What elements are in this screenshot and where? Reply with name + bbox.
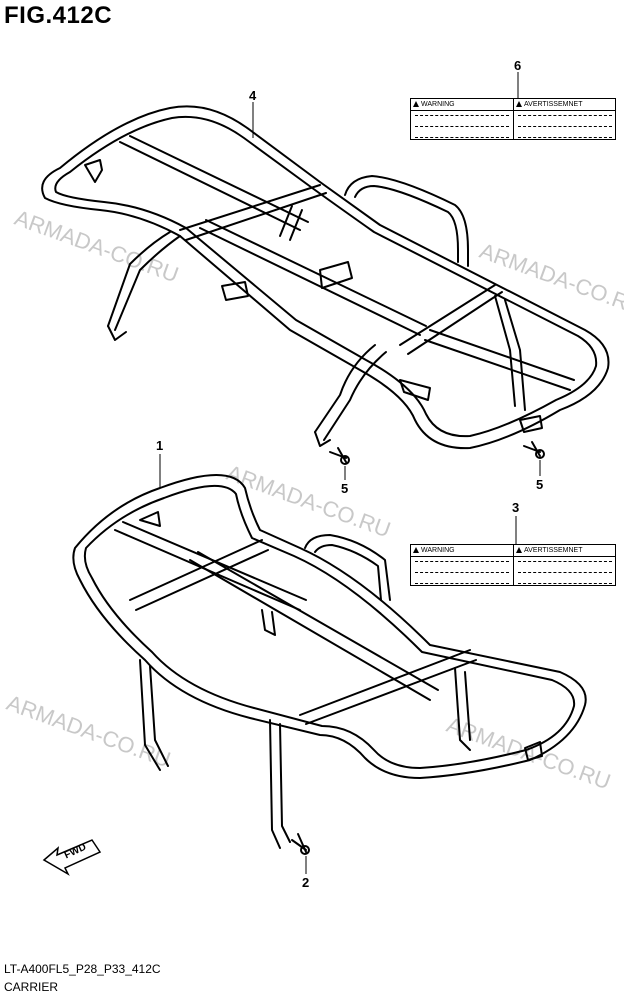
warning-label-right-col: AVERTISSEMNET (513, 545, 616, 585)
callout-5-left: 5 (341, 481, 349, 496)
lower-carrier-frame (72, 474, 587, 849)
avertissement-text: AVERTISSEMNET (524, 101, 583, 108)
warning-triangle-icon (413, 101, 419, 107)
bolt-5-right (523, 441, 545, 459)
callout-5-right: 5 (536, 477, 544, 492)
upper-carrier-frame (41, 105, 610, 450)
warning-text: WARNING (421, 101, 455, 108)
callout-6: 6 (514, 58, 522, 73)
callout-1: 1 (156, 438, 164, 453)
callout-3: 3 (512, 500, 520, 515)
footer-name: CARRIER (4, 980, 59, 994)
warning-label-6: WARNING AVERTISSEMNET (410, 98, 616, 140)
warning-label-left-col: WARNING (411, 99, 513, 139)
bolt-5-left (329, 447, 350, 465)
warning-triangle-icon (516, 547, 522, 553)
fwd-arrow (42, 839, 102, 876)
warning-triangle-icon (413, 547, 419, 553)
warning-label-3: WARNING AVERTISSEMNET (410, 544, 616, 586)
warning-label-left-col: WARNING (411, 545, 513, 585)
callout-2: 2 (302, 875, 310, 890)
warning-label-right-col: AVERTISSEMNET (513, 99, 616, 139)
warning-triangle-icon (516, 101, 522, 107)
avertissement-text: AVERTISSEMNET (524, 547, 583, 554)
footer-code: LT-A400FL5_P28_P33_412C (4, 962, 161, 976)
callout-4: 4 (249, 88, 257, 103)
warning-text: WARNING (421, 547, 455, 554)
figure-title: FIG.412C (4, 2, 113, 29)
bolt-2 (291, 833, 310, 855)
